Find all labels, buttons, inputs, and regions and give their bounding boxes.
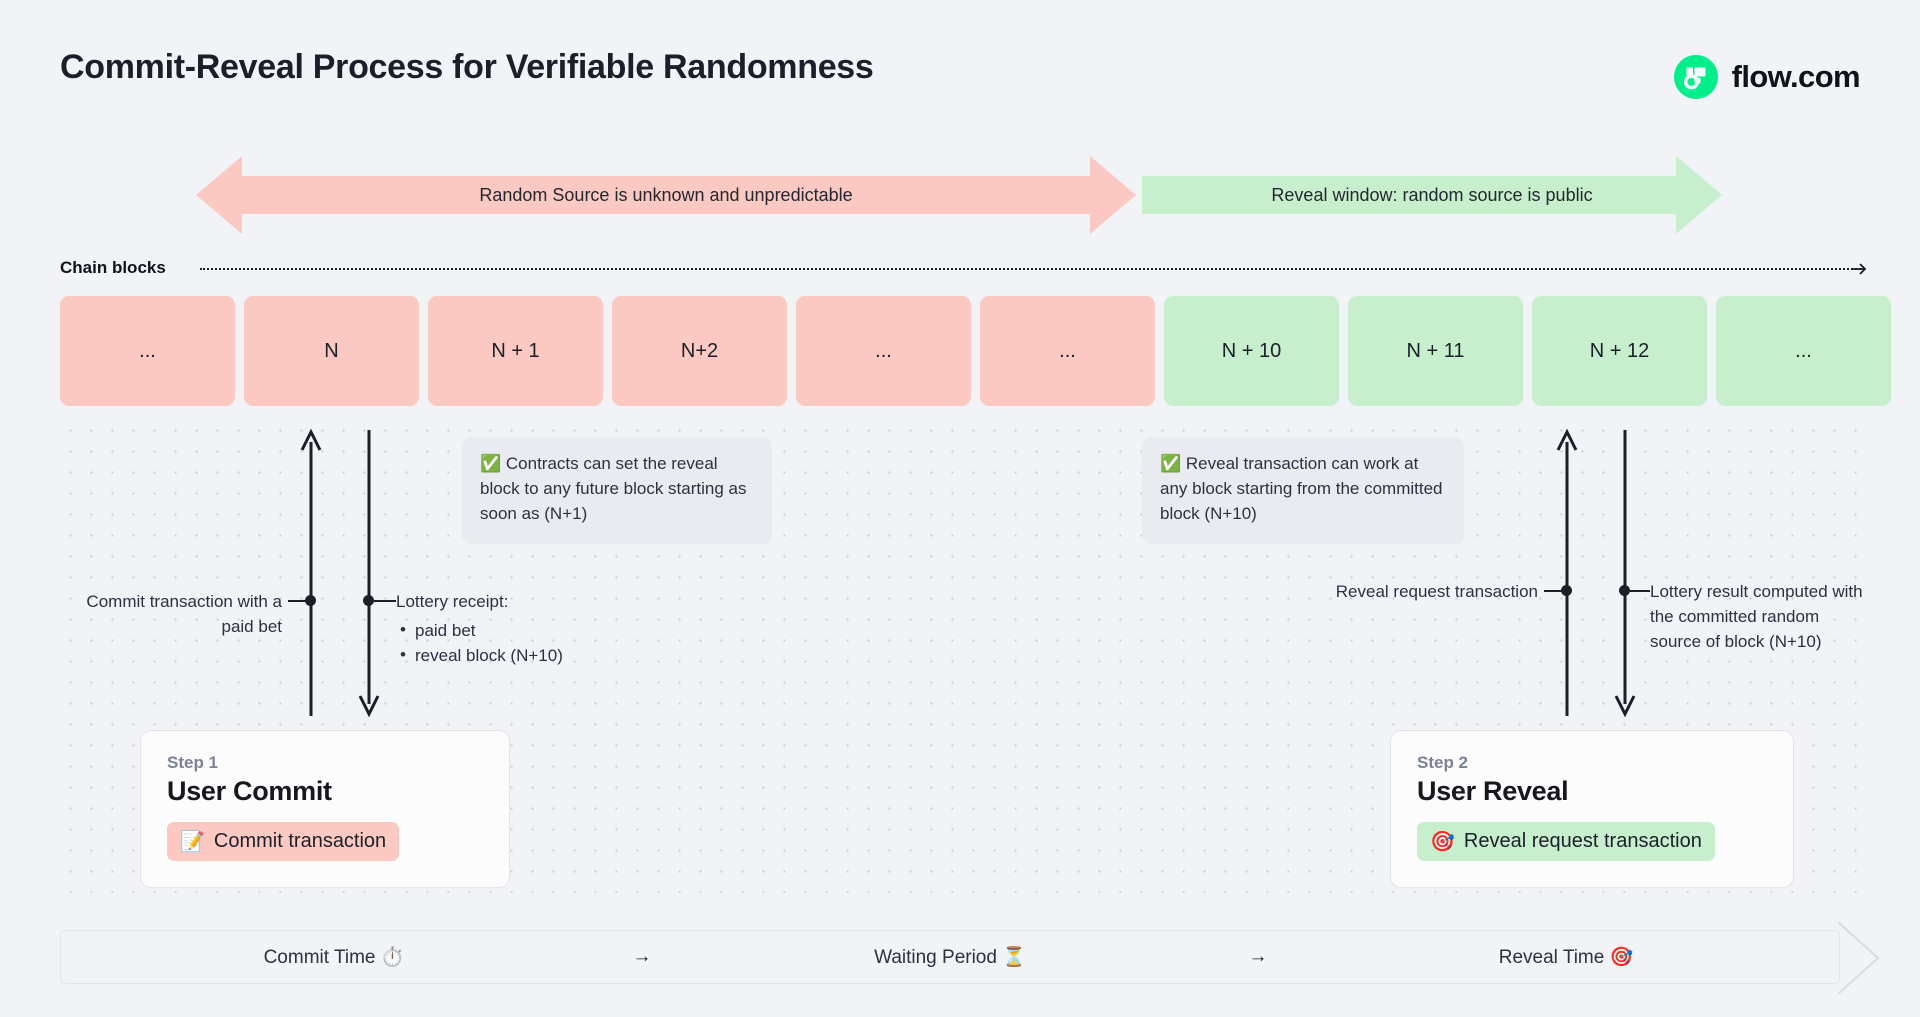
banner-reveal-window: Reveal window: random source is public (1142, 156, 1722, 234)
timeline-phase: Commit Time ⏱️ (263, 947, 405, 968)
brand-logo: flow.com (1673, 55, 1861, 99)
callout-reveal-transaction-window: ✅ Reveal transaction can work at any blo… (1142, 437, 1464, 544)
banner-label: Reveal window: random source is public (1271, 184, 1593, 205)
chain-blocks-label: Chain blocks (60, 258, 166, 277)
timeline-arrow-icon: → (1248, 946, 1268, 967)
brand-name: flow.com (1731, 59, 1861, 94)
chain-block[interactable]: ... (980, 296, 1155, 406)
lottery-result-leader-line (1630, 590, 1650, 592)
step-label: Step 2 (1417, 753, 1469, 772)
phase-timeline: Commit Time ⏱️ → Waiting Period ⏳ → Reve… (60, 930, 1840, 984)
lottery-result-anchor-dot (1619, 585, 1630, 596)
chain-block[interactable]: N+2 (612, 296, 787, 406)
chain-block[interactable]: N + 1 (428, 296, 603, 406)
banner-label: Random Source is unknown and unpredictab… (479, 184, 853, 205)
timeline-tip-icon (1837, 921, 1896, 999)
reveal-request-anchor-dot (1561, 585, 1572, 596)
phase-banner-row: Random Source is unknown and unpredictab… (0, 156, 1920, 234)
chain-block[interactable]: ... (60, 296, 235, 406)
chain-block[interactable]: ... (796, 296, 971, 406)
page-title: Commit-Reveal Process for Verifiable Ran… (60, 48, 874, 86)
flow-logo-icon (1673, 55, 1718, 99)
receipt-item: reveal block (N+10) (396, 643, 696, 669)
reveal-request-leader-line (1544, 590, 1566, 592)
callout-contracts-reveal-block: ✅ Contracts can set the reveal block to … (462, 437, 772, 544)
commit-leader-line (288, 600, 310, 602)
annotation-reveal-request: Reveal request transaction (1335, 582, 1538, 601)
timeline-phase: Waiting Period ⏳ (874, 947, 1026, 968)
timeline-phase: Reveal Time 🎯 (1498, 947, 1634, 968)
chain-block[interactable]: N + 11 (1348, 296, 1523, 406)
chain-block[interactable]: N + 12 (1532, 296, 1707, 406)
receipt-anchor-dot (363, 595, 374, 606)
step-title: User Commit (167, 776, 332, 806)
reveal-request-transaction-pill[interactable]: 🎯 Reveal request transaction (1417, 822, 1715, 861)
step-title: User Reveal (1417, 776, 1569, 806)
annotation-commit-transaction: Commit transaction with a paid bet (86, 592, 282, 636)
chain-block[interactable]: ... (1716, 296, 1891, 406)
pill-label: Reveal request transaction (1463, 830, 1702, 852)
commit-transaction-pill[interactable]: 📝 Commit transaction (167, 822, 400, 861)
receipt-title: Lottery receipt: (396, 592, 509, 611)
receipt-leader-line (374, 600, 396, 602)
step-card-user-reveal[interactable]: Step 2 User Reveal 🎯 Reveal request tran… (1390, 730, 1794, 888)
timeline-arrow-icon: → (632, 946, 652, 967)
chain-block-list: ... N N + 1 N+2 ... ... N + 10 N + 11 N … (60, 296, 1891, 406)
step-card-user-commit[interactable]: Step 1 User Commit 📝 Commit transaction (140, 730, 510, 888)
chain-axis-arrow-icon (1852, 261, 1868, 282)
target-icon: 🎯 (1430, 831, 1455, 853)
pill-label: Commit transaction (213, 830, 387, 852)
step-label: Step 1 (167, 753, 219, 772)
annotation-lottery-result: Lottery result computed with the committ… (1650, 582, 1863, 651)
memo-icon: 📝 (180, 831, 205, 853)
receipt-item-list: paid bet reveal block (N+10) (396, 618, 696, 669)
annotation-lottery-receipt: Lottery receipt: paid bet reveal block (… (396, 590, 696, 669)
chain-block[interactable]: N + 10 (1164, 296, 1339, 406)
receipt-item: paid bet (396, 618, 696, 644)
chain-block[interactable]: N (244, 296, 419, 406)
banner-random-source: Random Source is unknown and unpredictab… (196, 156, 1136, 234)
commit-anchor-dot (305, 595, 316, 606)
chain-axis-dotted-line (200, 268, 1865, 270)
